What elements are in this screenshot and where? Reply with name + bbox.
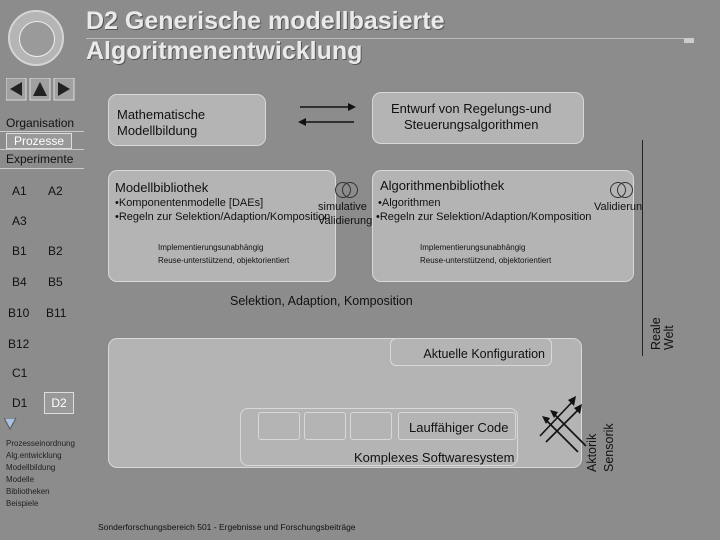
algorithm-library-note-1: Implementierungsunabhängig <box>420 243 526 252</box>
link-circle-icon <box>617 182 633 198</box>
controller-design-line-2: Steuerungsalgorithmen <box>404 117 539 132</box>
nav-organisation[interactable]: Organisation <box>6 116 75 130</box>
controller-design-box: Entwurf von Regelungs-und Steuerungsalgo… <box>372 92 584 144</box>
nav-experimente[interactable]: Experimente <box>6 152 74 166</box>
math-modeling-box: Mathematische Modellbildung <box>108 94 266 146</box>
executable-code-box: Lauffähiger Code <box>398 412 516 440</box>
real-world-line-2: Welt <box>662 325 676 350</box>
sub-link-beispiele[interactable]: Beispiele <box>6 499 39 508</box>
page-title: D2 Generische modellbasierte Algoritmene… <box>86 6 444 66</box>
sub-link-bibliotheken[interactable]: Bibliotheken <box>6 487 50 496</box>
code-block <box>258 412 300 440</box>
title-divider-cap <box>684 38 694 43</box>
sub-link-modelle[interactable]: Modelle <box>6 475 35 484</box>
sidebar-item-b10[interactable]: B10 <box>8 306 30 320</box>
code-block <box>304 412 346 440</box>
sidebar-item-b5[interactable]: B5 <box>48 275 63 289</box>
real-world-divider <box>642 140 643 356</box>
forward-arrow-icon[interactable] <box>53 78 75 101</box>
model-library-box <box>108 170 336 282</box>
sub-link-algentwicklung[interactable]: Alg.entwicklung <box>6 451 62 460</box>
algorithm-library-title: Algorithmenbibliothek <box>380 178 505 193</box>
sidebar-item-a2[interactable]: A2 <box>48 184 63 198</box>
validierung-label: Validierung <box>318 215 373 227</box>
title-line-1: D2 Generische modellbasierte <box>86 7 445 35</box>
math-model-line-2: Modellbildung <box>117 123 198 138</box>
current-config-box: Aktuelle Konfiguration <box>390 338 552 366</box>
validierung-label-right: Validierun <box>594 201 643 213</box>
link-circle-icon <box>342 182 358 198</box>
algorithm-library-note-2: Reuse-unterstützend, objektorientiert <box>420 256 552 265</box>
nav-divider <box>0 149 84 150</box>
io-arrows <box>539 396 587 453</box>
down-arrow-icon <box>4 418 17 430</box>
executable-code-label: Lauffähiger Code <box>409 420 509 435</box>
sidebar-item-d2[interactable]: D2 <box>44 392 74 414</box>
sidebar-item-b1[interactable]: B1 <box>12 244 27 258</box>
model-library-bullet-2: •Regeln zur Selektion/Adaption/Kompositi… <box>115 211 331 223</box>
algorithm-library-bullet-1: •Algorithmen <box>378 197 441 209</box>
sub-link-prozesseinordnung[interactable]: Prozesseinordnung <box>6 439 75 448</box>
code-block <box>350 412 392 440</box>
sidebar-item-b11[interactable]: B11 <box>46 306 67 320</box>
sidebar-item-a3[interactable]: A3 <box>12 214 27 228</box>
model-library-note-2: Reuse-unterstützend, objektorientiert <box>158 256 290 265</box>
controller-design-line-1: Entwurf von Regelungs-und <box>391 101 552 116</box>
sidebar-item-b4[interactable]: B4 <box>12 275 27 289</box>
title-divider <box>86 38 694 39</box>
algorithm-library-bullet-2: •Regeln zur Selektion/Adaption/Kompositi… <box>376 211 592 223</box>
nav-arrows <box>6 78 75 101</box>
model-library-title: Modellbibliothek <box>115 180 209 195</box>
model-library-note-1: Implementierungsunabhängig <box>158 243 264 252</box>
nav-prozesse[interactable]: Prozesse <box>6 133 72 149</box>
sub-link-modellbildung[interactable]: Modellbildung <box>6 463 56 472</box>
nav-divider <box>0 168 84 169</box>
sidebar-item-c1[interactable]: C1 <box>12 366 28 380</box>
software-system-label: Komplexes Softwaresystem <box>354 450 515 465</box>
back-arrow-icon[interactable] <box>6 78 27 101</box>
bidirectional-arrows <box>298 103 356 126</box>
actuators-label: Aktorik <box>585 433 599 472</box>
sidebar-item-a1[interactable]: A1 <box>12 184 27 198</box>
nav-divider <box>0 131 84 132</box>
math-model-line-1: Mathematische <box>117 107 206 122</box>
sidebar-item-d1[interactable]: D1 <box>12 396 28 410</box>
selection-label: Selektion, Adaption, Komposition <box>230 294 413 308</box>
model-library-bullet-1: •Komponentenmodelle [DAEs] <box>115 197 264 209</box>
title-line-2: Algoritmenentwicklung <box>86 37 363 65</box>
current-config-label: Aktuelle Konfiguration <box>423 347 545 361</box>
algorithm-library-box <box>372 170 634 282</box>
logo <box>8 10 64 66</box>
sidebar-item-b12[interactable]: B12 <box>8 337 30 351</box>
sidebar-item-b2[interactable]: B2 <box>48 244 63 258</box>
footer-text: Sonderforschungsbereich 501 - Ergebnisse… <box>98 522 356 532</box>
sensors-label: Sensorik <box>602 423 616 472</box>
up-arrow-icon[interactable] <box>29 78 51 101</box>
sub-link-list: Prozesseinordnung Alg.entwicklung Modell… <box>6 438 75 510</box>
real-world-label: Reale Welt <box>649 317 676 350</box>
simulative-label: simulative <box>318 201 367 213</box>
